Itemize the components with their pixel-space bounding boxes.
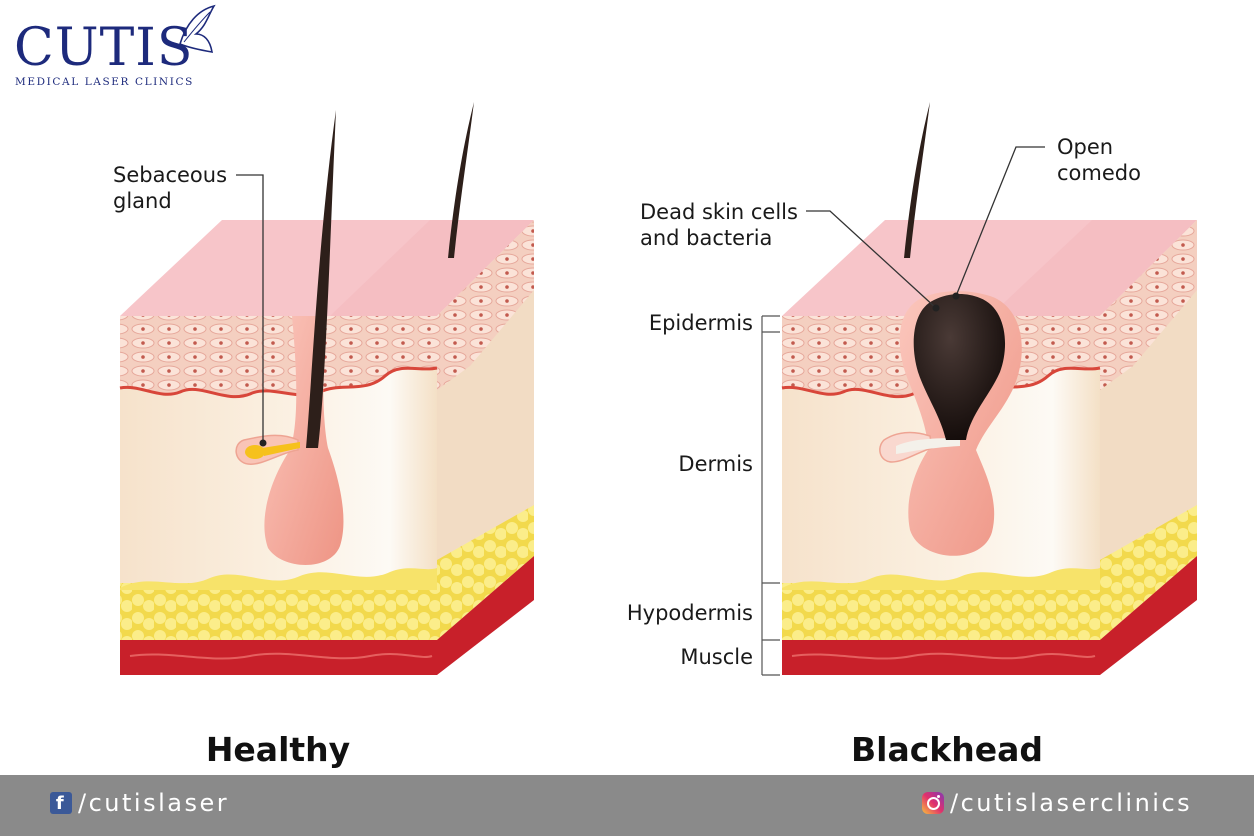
- blackhead-plug: [913, 294, 1006, 440]
- layer-brackets: [761, 315, 780, 676]
- hypodermis-label: Hypodermis: [626, 601, 753, 625]
- blackhead-hypodermis: [782, 583, 1100, 640]
- healthy-hair-follicle: [264, 316, 344, 565]
- facebook-handle: /cutislaser: [78, 789, 230, 817]
- footer-bar: f /cutislaser /cutislaserclinics: [0, 775, 1254, 836]
- facebook-link[interactable]: f /cutislaser: [50, 789, 229, 817]
- dead-skin-cells-label: Dead skin cells and bacteria: [640, 200, 798, 250]
- healthy-hair: [306, 110, 336, 448]
- cutis-logo: CUTIS MEDICAL LASER CLINICS: [0, 0, 230, 100]
- healthy-caption: Healthy: [205, 730, 351, 769]
- sebaceous-gland-label: Sebaceous gland: [113, 163, 228, 213]
- blackhead-skin-block: [761, 102, 1197, 676]
- healthy-muscle: [120, 640, 437, 675]
- open-comedo-label: Open comedo: [1057, 135, 1141, 185]
- skin-diagrams: [119, 102, 1197, 676]
- instagram-link[interactable]: /cutislaserclinics: [922, 789, 1192, 817]
- logo-wordmark: CUTIS: [14, 18, 194, 78]
- facebook-icon: f: [50, 792, 72, 814]
- healthy-epidermis: [120, 316, 437, 397]
- instagram-handle: /cutislaserclinics: [950, 789, 1193, 817]
- instagram-icon: [922, 792, 944, 814]
- healthy-hypodermis: [120, 583, 437, 640]
- dermis-label: Dermis: [678, 452, 753, 476]
- logo-subtitle: MEDICAL LASER CLINICS: [15, 76, 194, 88]
- blackhead-muscle: [782, 640, 1100, 675]
- butterfly-icon: [179, 4, 216, 53]
- blackhead-caption: Blackhead: [850, 730, 1043, 769]
- blackhead-hair: [904, 102, 930, 258]
- muscle-label: Muscle: [680, 645, 753, 669]
- epidermis-label: Epidermis: [648, 311, 753, 335]
- healthy-skin-block: [119, 102, 534, 675]
